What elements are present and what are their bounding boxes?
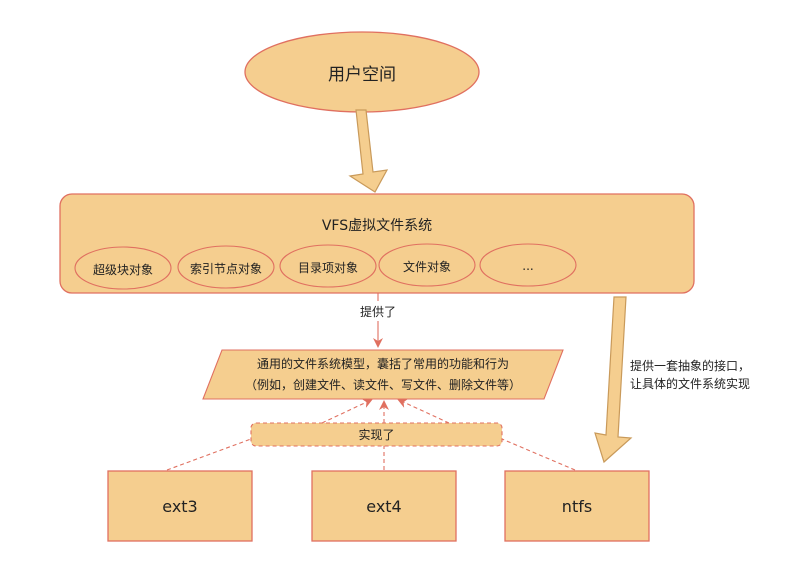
ext3-label: ext3: [162, 496, 198, 516]
implemented-arrow-left: [321, 398, 373, 424]
general-fs-model-label-line1: 通用的文件系统模型，囊括了常用的功能和行为: [256, 356, 509, 371]
provides-label: 提供了: [348, 301, 408, 321]
vfs-to-ntfs-arrow: [594, 296, 633, 464]
user-space-label: 用户空间: [328, 64, 396, 85]
inode-object-label: 索引节点对象: [189, 261, 262, 276]
ntfs-implements-line: [501, 438, 576, 471]
superblock-object-label: 超级块对象: [92, 262, 153, 277]
file-object-label: 文件对象: [402, 259, 451, 274]
abstract-interface-label-line2: 让具体的文件系统实现: [630, 376, 751, 391]
abstract-interface-label-line1: 提供一套抽象的接口，: [630, 358, 751, 373]
ext4-node: [311, 470, 457, 542]
general-fs-model-label-line2: （例如，创建文件、读文件、写文件、删除文件等）: [244, 377, 521, 392]
implemented-arrow-right: [397, 398, 450, 424]
file-object-node: [378, 243, 476, 287]
implemented-node: [250, 422, 503, 447]
inode-object-node: [177, 245, 275, 289]
ext3-node: [107, 470, 253, 542]
ntfs-node: [504, 470, 650, 542]
ext3-implements-line: [166, 438, 252, 471]
dentry-object-label: 目录项对象: [297, 260, 358, 275]
implemented-label: 实现了: [358, 428, 395, 442]
general-fs-model-node: [202, 349, 564, 400]
dentry-object-node: [279, 244, 377, 288]
ext4-label: ext4: [366, 496, 402, 516]
user-to-vfs-arrow: [348, 109, 389, 193]
ntfs-label: ntfs: [561, 496, 593, 516]
more-objects-label: ...: [522, 259, 534, 273]
more-objects-node: [479, 243, 577, 287]
superblock-object-node: [74, 246, 172, 290]
vfs-label: VFS虚拟文件系统: [321, 218, 433, 234]
